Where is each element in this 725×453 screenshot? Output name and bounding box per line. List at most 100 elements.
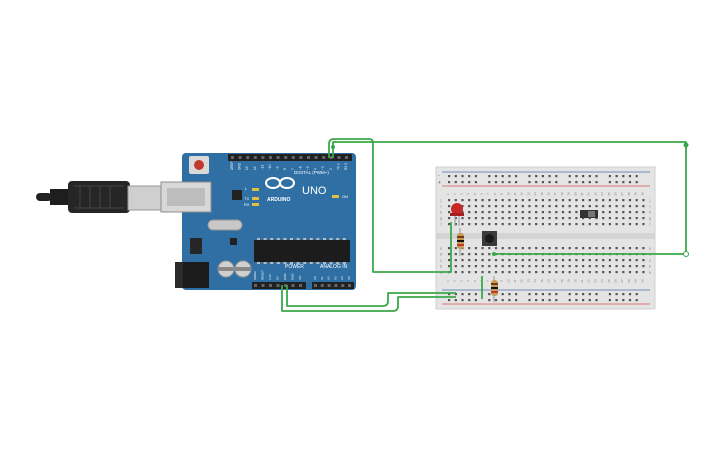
breadboard-hole[interactable] [535, 259, 538, 262]
rail-hole[interactable] [595, 293, 598, 296]
rail-hole[interactable] [488, 175, 491, 178]
breadboard-hole[interactable] [615, 259, 618, 262]
breadboard-hole[interactable] [615, 199, 618, 202]
rail-hole[interactable] [454, 181, 457, 184]
rail-hole[interactable] [468, 175, 471, 178]
breadboard-hole[interactable] [541, 247, 544, 250]
breadboard-hole[interactable] [448, 253, 451, 256]
breadboard-hole[interactable] [568, 199, 571, 202]
rail-hole[interactable] [615, 293, 618, 296]
rail-hole[interactable] [461, 293, 464, 296]
header-pin[interactable] [320, 284, 324, 287]
breadboard-hole[interactable] [494, 199, 498, 202]
rail-hole[interactable] [528, 175, 531, 178]
breadboard-hole[interactable] [468, 253, 471, 256]
breadboard-hole[interactable] [454, 259, 457, 262]
breadboard-hole[interactable] [448, 247, 451, 250]
rail-hole[interactable] [575, 299, 578, 302]
breadboard-hole[interactable] [448, 199, 451, 202]
breadboard-hole[interactable] [454, 253, 457, 256]
wire-bend-point[interactable] [683, 142, 689, 148]
breadboard-hole[interactable] [521, 247, 524, 250]
breadboard-hole[interactable] [582, 265, 585, 268]
rail-hole[interactable] [615, 299, 618, 302]
breadboard-hole[interactable] [548, 271, 551, 274]
rail-hole[interactable] [615, 175, 618, 178]
breadboard-hole[interactable] [628, 205, 632, 208]
rail-hole[interactable] [508, 299, 511, 302]
breadboard-hole[interactable] [602, 199, 605, 202]
breadboard-hole[interactable] [622, 223, 625, 226]
breadboard-hole[interactable] [494, 223, 498, 226]
breadboard-hole[interactable] [622, 217, 625, 220]
breadboard-hole[interactable] [494, 217, 498, 220]
rail-hole[interactable] [488, 299, 491, 302]
rail-hole[interactable] [628, 175, 632, 178]
rail-hole[interactable] [461, 299, 464, 302]
rail-hole[interactable] [575, 181, 578, 184]
header-pin[interactable] [291, 156, 295, 159]
breadboard-hole[interactable] [588, 259, 591, 262]
breadboard-hole[interactable] [595, 199, 598, 202]
breadboard-hole[interactable] [548, 205, 551, 208]
breadboard-hole[interactable] [582, 223, 585, 226]
breadboard-hole[interactable] [628, 265, 632, 268]
header-pin[interactable] [269, 156, 272, 159]
rail-hole[interactable] [508, 293, 511, 296]
breadboard-hole[interactable] [588, 265, 591, 268]
breadboard-hole[interactable] [628, 271, 632, 274]
rail-hole[interactable] [575, 293, 578, 296]
breadboard-hole[interactable] [454, 247, 457, 250]
breadboard-hole[interactable] [622, 259, 625, 262]
breadboard-hole[interactable] [468, 217, 471, 220]
rail-hole[interactable] [548, 181, 551, 184]
header-pin[interactable] [341, 284, 345, 287]
rail-hole[interactable] [501, 175, 504, 178]
breadboard-hole[interactable] [568, 247, 571, 250]
analog-header[interactable] [312, 282, 354, 289]
breadboard-hole[interactable] [628, 259, 632, 262]
breadboard-hole[interactable] [575, 247, 578, 250]
breadboard-hole[interactable] [595, 259, 598, 262]
breadboard-hole[interactable] [501, 247, 504, 250]
breadboard-hole[interactable] [568, 223, 571, 226]
breadboard-hole[interactable] [582, 271, 585, 274]
breadboard-hole[interactable] [528, 265, 531, 268]
breadboard-hole[interactable] [642, 247, 645, 250]
breadboard-hole[interactable] [481, 211, 484, 214]
breadboard-hole[interactable] [448, 217, 451, 220]
header-pin[interactable] [314, 156, 318, 159]
breadboard-hole[interactable] [468, 247, 471, 250]
breadboard-hole[interactable] [582, 205, 585, 208]
breadboard-hole[interactable] [561, 223, 565, 226]
breadboard-hole[interactable] [474, 205, 477, 208]
breadboard-hole[interactable] [561, 259, 565, 262]
breadboard-hole[interactable] [508, 205, 511, 208]
breadboard-hole[interactable] [568, 205, 571, 208]
header-pin[interactable] [307, 156, 310, 159]
breadboard-hole[interactable] [494, 271, 498, 274]
breadboard-hole[interactable] [635, 259, 638, 262]
slide-switch-knob[interactable] [588, 211, 595, 217]
rail-hole[interactable] [548, 293, 551, 296]
breadboard-hole[interactable] [575, 217, 578, 220]
breadboard-hole[interactable] [461, 271, 464, 274]
breadboard-hole[interactable] [588, 247, 591, 250]
rail-hole[interactable] [588, 181, 591, 184]
breadboard-hole[interactable] [635, 265, 638, 268]
breadboard-hole[interactable] [448, 265, 451, 268]
breadboard-hole[interactable] [535, 211, 538, 214]
breadboard-hole[interactable] [474, 223, 477, 226]
breadboard-hole[interactable] [461, 199, 464, 202]
breadboard-hole[interactable] [635, 217, 638, 220]
breadboard-hole[interactable] [488, 247, 491, 250]
breadboard-hole[interactable] [515, 259, 518, 262]
digital-header[interactable] [228, 154, 352, 161]
breadboard-hole[interactable] [642, 199, 645, 202]
breadboard-hole[interactable] [628, 217, 632, 220]
rail-hole[interactable] [474, 299, 477, 302]
rail-hole[interactable] [515, 175, 518, 178]
breadboard-hole[interactable] [528, 259, 531, 262]
header-pin[interactable] [322, 156, 326, 159]
breadboard-hole[interactable] [468, 265, 471, 268]
